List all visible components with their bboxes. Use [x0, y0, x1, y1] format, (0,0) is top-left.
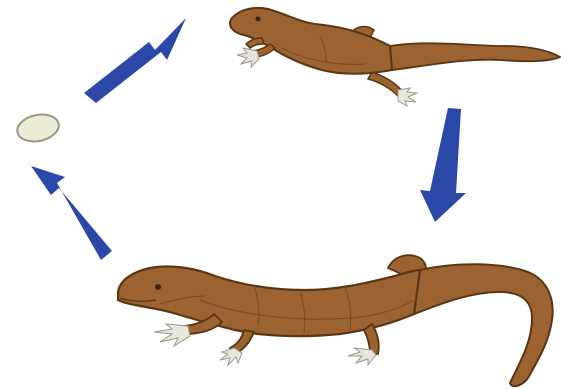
- arrow-adult-to-egg: [31, 166, 112, 260]
- juvenile-lizard-icon: [229, 6, 561, 108]
- adult-lizard-icon: [116, 254, 554, 388]
- egg-icon: [16, 113, 60, 143]
- arrow-juvenile-to-adult: [420, 108, 466, 222]
- arrow-egg-to-juvenile: [84, 18, 186, 103]
